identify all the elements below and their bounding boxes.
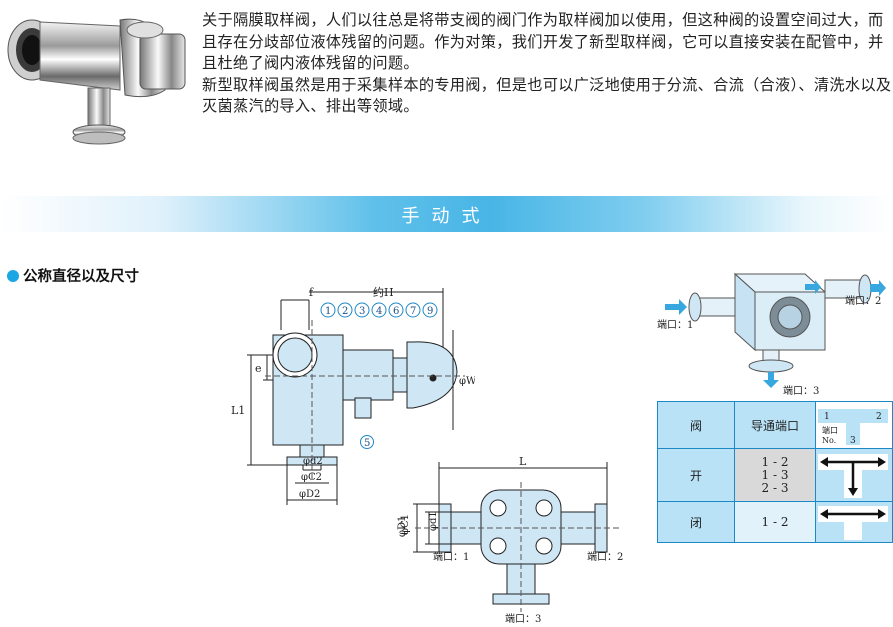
row-open-label: 开	[657, 448, 735, 502]
legend-no: No.	[822, 436, 836, 445]
section-heading: 公称直径以及尺寸	[7, 265, 139, 286]
port-table: 阀 导通端口 1 2 端口 No. 3 开 1 - 2 1 - 3 2 - 3	[657, 401, 893, 543]
iso-port-3: 端口：3	[783, 384, 819, 397]
part-bubble-circle	[422, 302, 438, 318]
part-bubble-2: 2	[342, 306, 348, 317]
part-bubble-4: 4	[376, 306, 382, 317]
row-closed-icon-cell	[815, 501, 893, 543]
open-port-2: 1 - 3	[761, 467, 789, 482]
table-row-closed: 闭 1 - 2	[657, 501, 893, 543]
part-bubble-circle	[405, 302, 421, 318]
part-bubble-7: 7	[410, 306, 416, 317]
dim-L: L	[519, 455, 527, 468]
part-bubble-circle	[337, 302, 353, 318]
dim-W: φW	[459, 376, 475, 387]
iso-flow-diagram: 端口：1 端口：2 端口：3	[657, 272, 886, 397]
top-port-3: 端口：3	[505, 612, 541, 625]
t-flow-open-icon	[818, 454, 888, 498]
bullet-icon	[7, 269, 19, 282]
intro-paragraph-1: 关于隔膜取样阀，人们以往总是将带支阀的阀门作为取样阀加以使用，但这种阀的设置空间…	[202, 11, 884, 72]
part-bubble-1: 1	[325, 306, 331, 317]
row-open-icon-cell	[815, 448, 893, 502]
dim-D1: φD1	[397, 516, 408, 537]
legend-3: 3	[850, 436, 856, 446]
section-banner: 手动式	[0, 196, 893, 232]
iso-port-2: 端口：2	[845, 294, 881, 307]
part-bubble-circle	[320, 302, 336, 318]
table-header-row: 阀 导通端口 1 2 端口 No. 3	[657, 401, 893, 449]
intro-text: 关于隔膜取样阀，人们以往总是将带支阀的阀门作为取样阀加以使用，但这种阀的设置空间…	[202, 10, 892, 118]
row-open-ports: 1 - 2 1 - 3 2 - 3	[734, 448, 816, 502]
part-bubble-circle	[371, 302, 387, 318]
part-bubble-circle	[388, 302, 404, 318]
dim-e: e	[255, 362, 262, 375]
table-row-open: 开 1 - 2 1 - 3 2 - 3	[657, 448, 893, 502]
row-closed-label: 闭	[657, 501, 735, 543]
part-bubble-3: 3	[359, 306, 365, 317]
iso-port-1: 端口：1	[657, 318, 693, 331]
part-bubble-5: 5	[364, 438, 370, 449]
row-closed-ports: 1 - 2	[734, 501, 816, 543]
open-port-3: 2 - 3	[761, 480, 789, 495]
dim-C2: φC2	[301, 472, 322, 483]
dim-f: f	[309, 286, 314, 299]
dim-D2: φD2	[299, 489, 320, 500]
dim-d1: φd1	[428, 511, 439, 531]
legend-port: 端口	[822, 425, 838, 435]
header-valve: 阀	[657, 401, 735, 449]
section-heading-text: 公称直径以及尺寸	[23, 269, 139, 285]
legend-2: 2	[876, 412, 882, 422]
banner-title: 手动式	[401, 206, 492, 227]
part-bubble-6: 6	[393, 306, 399, 317]
intro-paragraph-2: 新型取样阀虽然是用于采集样本的专用阀，但是也可以广泛地使用于分流、合流（合液）、…	[202, 75, 892, 116]
header-ports: 导通端口	[734, 401, 816, 449]
legend-1: 1	[824, 412, 830, 422]
dim-H: 约H	[373, 286, 394, 299]
top-port-2: 端口：2	[587, 550, 623, 563]
dim-d2: φd2	[303, 456, 323, 467]
dim-L1: L1	[231, 404, 245, 417]
part-bubble-circle	[354, 302, 370, 318]
t-pipe-legend-icon: 1 2 端口 No. 3	[818, 409, 888, 446]
top-port-1: 端口：1	[433, 550, 469, 563]
open-port-1: 1 - 2	[761, 454, 789, 469]
top-view-drawing: L φD1 φC1 φd1 端口：1 端口：2 端口：3	[397, 455, 623, 625]
t-flow-closed-icon	[818, 506, 888, 540]
valve-photo	[7, 18, 186, 145]
header-legend: 1 2 端口 No. 3	[815, 401, 893, 449]
dim-C1: φC1	[400, 514, 411, 535]
part-bubble-9: 9	[427, 306, 433, 317]
